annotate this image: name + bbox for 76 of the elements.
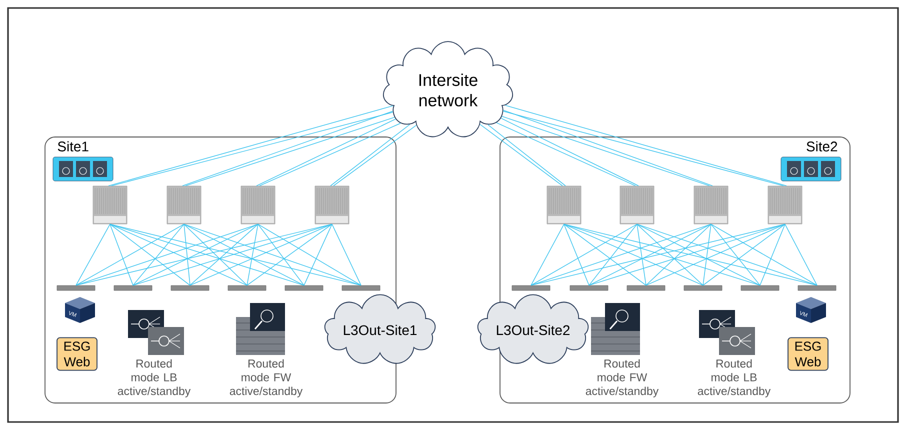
link-line: [76, 224, 258, 286]
link-line: [564, 224, 590, 286]
leaf-switch: [684, 285, 722, 291]
link-line: [710, 224, 760, 286]
link-line: [190, 224, 258, 286]
leaf-switch: [228, 285, 266, 291]
link-line: [190, 224, 332, 286]
link-line: [760, 224, 786, 286]
spine-switch: [166, 186, 202, 224]
leaf-switch: [798, 285, 836, 291]
link-line: [646, 224, 786, 286]
spine-switch: [92, 186, 128, 224]
link-line: [710, 224, 818, 286]
leaf-switch: [56, 285, 96, 291]
link-line: [636, 224, 646, 286]
group-box: ESG Web: [56, 337, 98, 371]
link-line: [332, 224, 362, 286]
link-line: [784, 224, 818, 286]
link-line: [184, 224, 304, 286]
spine-switch: [314, 186, 350, 224]
link-line: [304, 224, 332, 286]
link-line: [132, 224, 258, 286]
link-line: [530, 224, 712, 286]
device-caption: Routed mode LB active/standby: [118, 359, 191, 398]
spine-switch: [768, 186, 802, 224]
link-line: [132, 224, 184, 286]
link-line: [588, 224, 786, 286]
leaf-switch: [170, 285, 210, 291]
leaf-switch: [114, 285, 152, 291]
link-line: [564, 224, 646, 286]
leaf-switch: [284, 285, 324, 291]
link-line: [110, 224, 190, 286]
device-caption: Routed mode FW active/standby: [230, 359, 303, 398]
link-line: [184, 224, 190, 286]
leaf-switch: [740, 285, 780, 291]
link-line: [76, 224, 110, 286]
leaf-switch: [570, 285, 608, 291]
network-cloud: Intersite network: [382, 41, 514, 138]
site-label: Site2: [806, 141, 838, 152]
spine-switch: [694, 186, 728, 224]
link-line: [110, 224, 304, 286]
link-line: [564, 224, 818, 286]
link-line: [110, 224, 248, 286]
site-label: Site1: [58, 141, 88, 152]
link-line: [564, 224, 760, 286]
spine-switch: [546, 186, 582, 224]
link-line: [76, 224, 184, 286]
network-cloud: L3Out-Site2: [477, 294, 589, 364]
link-line: [636, 224, 704, 286]
link-line: [110, 224, 134, 286]
link-line: [530, 224, 638, 286]
spine-switch: [620, 186, 654, 224]
leaf-switch: [342, 285, 380, 291]
network-cloud: L3Out-Site1: [324, 294, 436, 364]
leaf-switch: [626, 285, 666, 291]
leaf-switch: [512, 285, 550, 291]
link-line: [530, 224, 564, 286]
link-line: [258, 224, 362, 286]
link-line: [184, 224, 362, 286]
link-line: [588, 224, 638, 286]
link-line: [646, 224, 712, 286]
link-line: [184, 224, 248, 286]
link-line: [702, 224, 712, 286]
spine-switch: [240, 186, 276, 224]
link-line: [246, 224, 258, 286]
group-box: ESG Web: [788, 337, 828, 371]
link-line: [636, 224, 818, 286]
link-line: [110, 224, 362, 286]
device-caption: Routed mode LB active/standby: [698, 359, 771, 398]
link-line: [636, 224, 760, 286]
link-line: [246, 224, 332, 286]
link-line: [258, 224, 304, 286]
link-line: [702, 224, 786, 286]
link-line: [588, 224, 712, 286]
link-line: [564, 224, 704, 286]
link-line: [132, 224, 332, 286]
